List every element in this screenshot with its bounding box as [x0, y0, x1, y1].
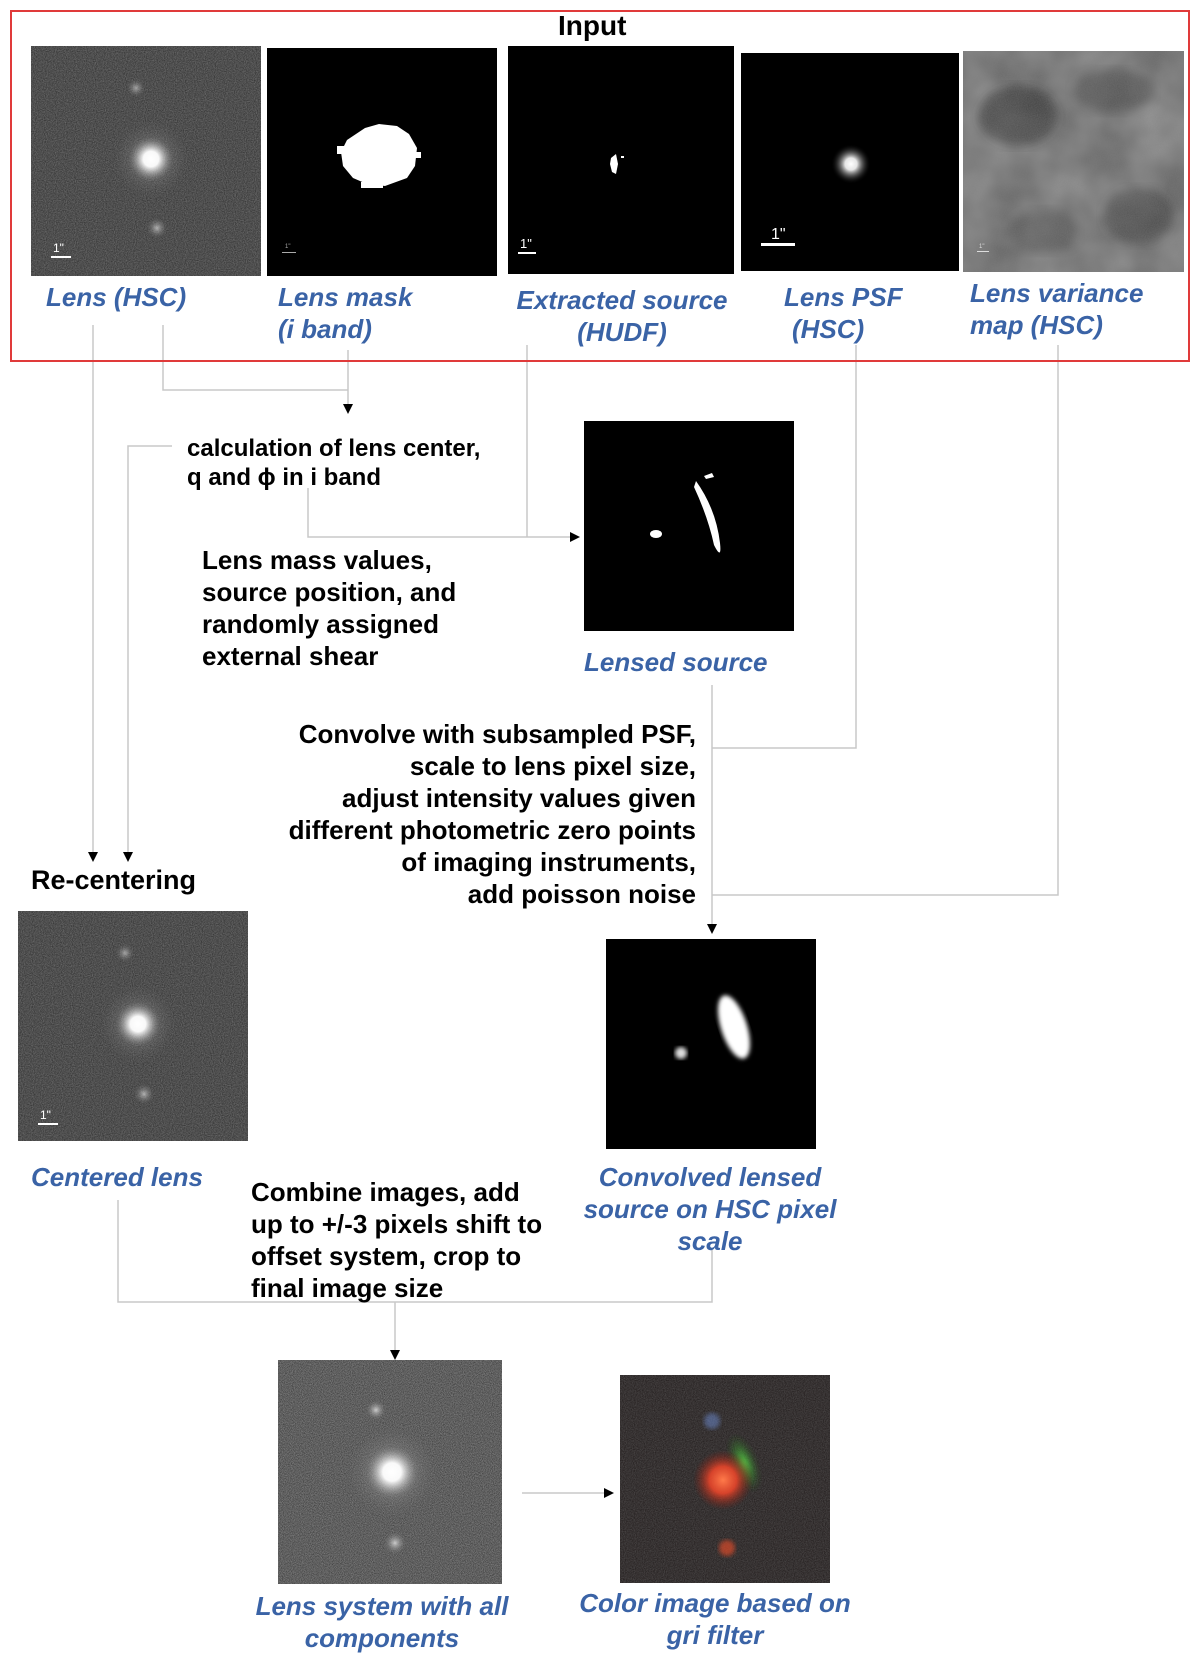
convolved-source-image	[606, 939, 816, 1149]
lensed-source-image	[584, 421, 794, 631]
lens-variance-map-image: 1"	[963, 51, 1184, 272]
connector-center-to-recenter	[123, 445, 172, 862]
caption-lens-variance: Lens variance map (HSC)	[970, 278, 1144, 340]
scale-label: 1"	[979, 244, 984, 250]
caption-extracted-source: Extracted source (HUDF)	[516, 285, 728, 347]
scale-label: 1"	[53, 241, 64, 255]
caption-color-image: Color image based on gri filter	[579, 1588, 851, 1650]
caption-centered-lens: Centered lens	[31, 1162, 203, 1192]
lens-system-image	[278, 1360, 502, 1584]
scale-label: 1"	[40, 1108, 51, 1122]
caption-convolved-source: Convolved lensed source on HSC pixel sca…	[583, 1162, 837, 1256]
scale-label: 1"	[285, 244, 290, 250]
input-title: Input	[558, 10, 627, 41]
extracted-source-image: 1"	[508, 46, 734, 274]
scale-label: 1"	[771, 226, 786, 243]
lens-mask-image: 1"	[267, 48, 497, 276]
caption-lens-hsc: Lens (HSC)	[46, 282, 187, 312]
caption-lens-mask: Lens mask (i band)	[278, 282, 413, 344]
color-image	[620, 1375, 830, 1583]
lens-psf-image: 1"	[741, 53, 959, 271]
input-group-box	[10, 10, 1190, 362]
step-recentering: Re-centering	[31, 865, 197, 895]
centered-lens-image: 1"	[18, 911, 248, 1141]
connector-center-to-lensed	[307, 488, 580, 542]
caption-lens-system: Lens system with all components	[255, 1591, 509, 1653]
lens-hsc-image: 1"	[31, 46, 261, 276]
step-center-calculation: calculation of lens center, q and ϕ in i…	[187, 435, 481, 491]
step-lens-mass: Lens mass values, source position, and r…	[202, 545, 457, 671]
caption-lens-psf: Lens PSF (HSC)	[784, 282, 903, 344]
step-convolve: Convolve with subsampled PSF, scale to l…	[288, 719, 696, 909]
caption-lensed-source: Lensed source	[584, 647, 768, 677]
scale-label: 1"	[520, 236, 532, 251]
step-combine: Combine images, add up to +/-3 pixels sh…	[251, 1177, 543, 1303]
